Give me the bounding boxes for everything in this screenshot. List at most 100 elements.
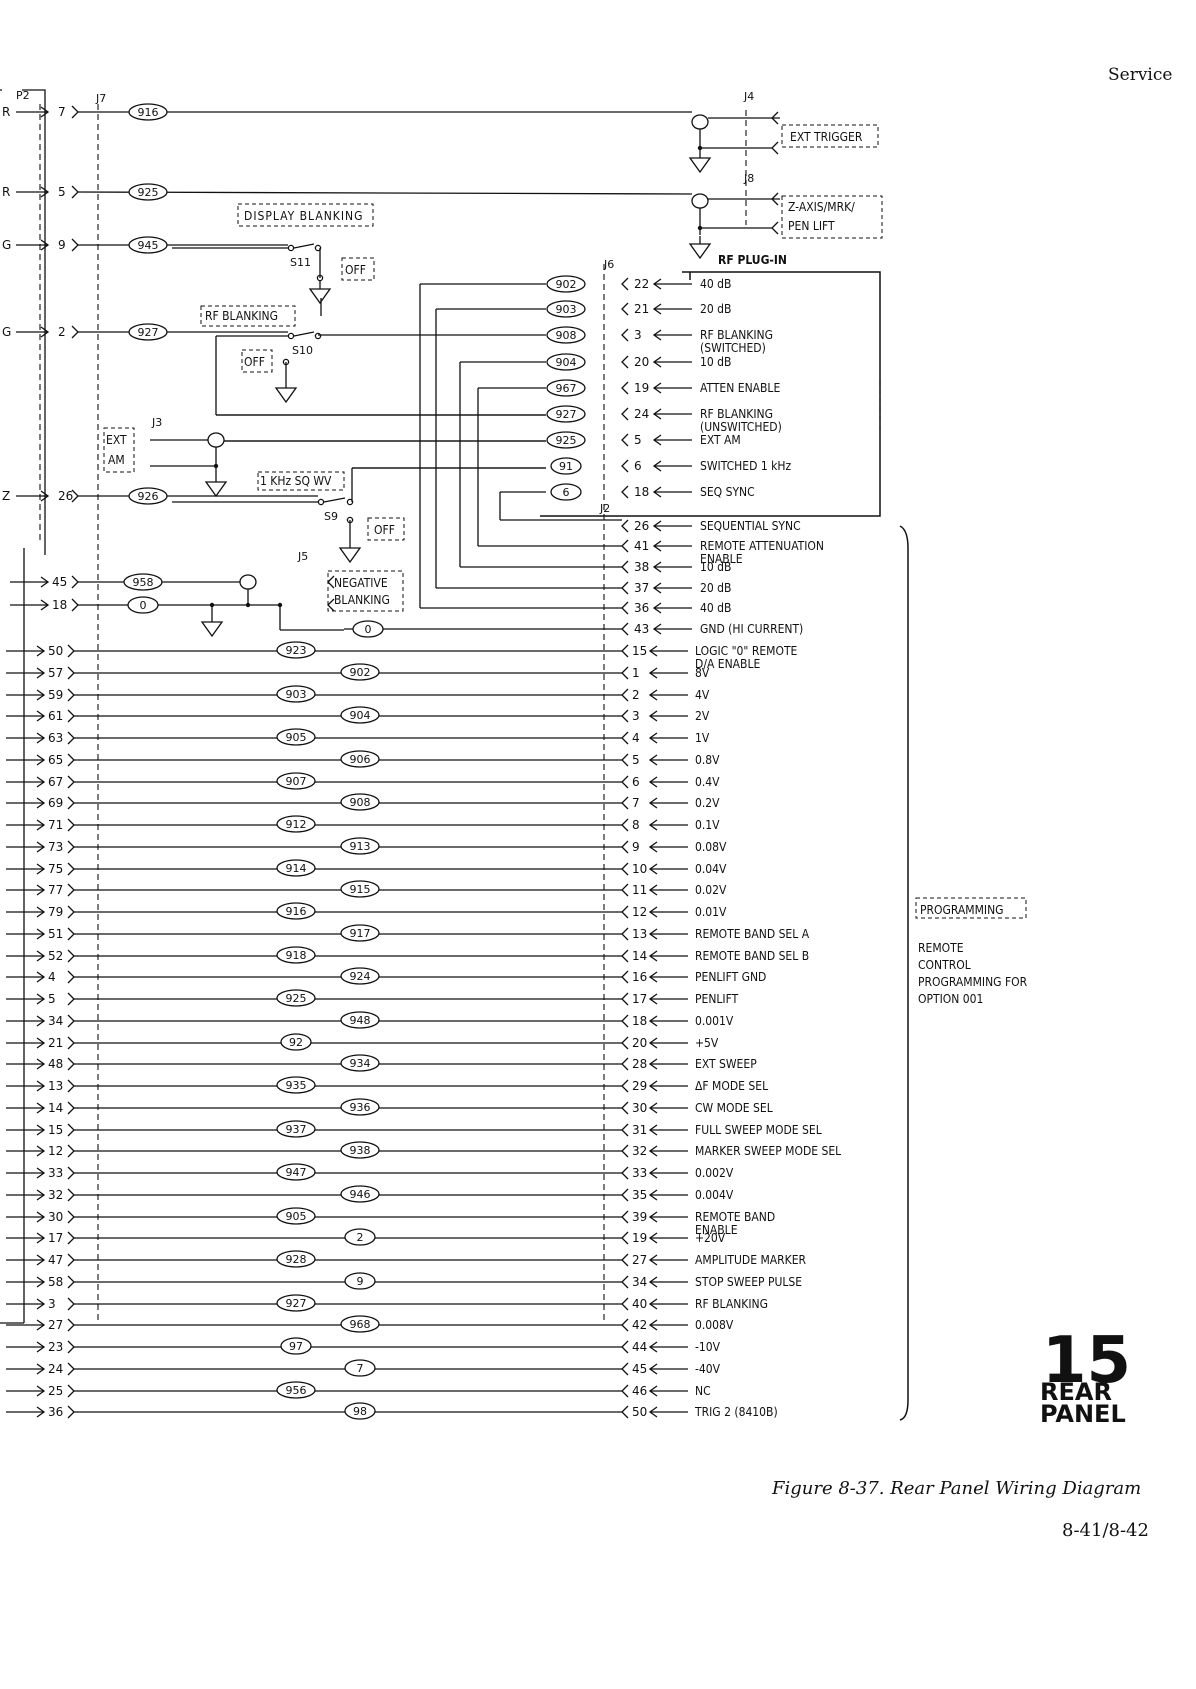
negative-label: NEGATIVE (334, 576, 388, 590)
s9-off-label: OFF (374, 523, 395, 537)
prog-left-14: 52 (48, 949, 63, 963)
prog-wire-16-text: 925 (286, 992, 307, 1005)
prog-left-4: 63 (48, 731, 63, 745)
page-number: 8-41/8-42 (1062, 1520, 1149, 1541)
prog-1-label-0: 8V (695, 666, 710, 680)
prog-plug-8 (67, 818, 75, 832)
prog-jack-9 (621, 840, 629, 854)
prog-arrow-18-head (36, 1037, 46, 1049)
j2u-jack-1 (621, 539, 629, 553)
prog-jack-2 (621, 688, 629, 702)
top-wire-3-tag (128, 323, 168, 341)
prog-arrow-9-head (36, 841, 46, 853)
j2u-wire-5-tag (352, 620, 384, 638)
prog-arrow-4-head (36, 732, 46, 744)
prog-in-arrow-1-head (648, 667, 658, 679)
j2u-1-label-1: ENABLE (700, 552, 743, 566)
prog-wire-31-tag (340, 1315, 380, 1333)
prog-arrow-24-head (36, 1167, 46, 1179)
j2u-pin-1: 41 (634, 539, 649, 553)
prog-pin-18: 20 (632, 1036, 647, 1050)
prog-left-33: 24 (48, 1362, 63, 1376)
prog-wire-32-text: 97 (289, 1340, 303, 1353)
p2-arrow-1-head (40, 186, 50, 198)
prog-wire-12-text: 916 (286, 905, 307, 918)
top-wire-2-tag (128, 236, 168, 254)
prog-wire-15-text: 924 (350, 970, 371, 983)
prog-13-label-0: REMOTE BAND SEL A (695, 927, 810, 941)
prog-left-25: 32 (48, 1188, 63, 1202)
prog-wire-22-text: 937 (286, 1123, 307, 1136)
prog-pin-3: 3 (632, 709, 640, 723)
prog-jack-10 (621, 862, 629, 876)
prog-jack-24 (621, 1166, 629, 1180)
prog-wire-4-tag (276, 728, 316, 746)
neg-wire-1-tag (127, 596, 159, 614)
p2-signal-3: G (2, 325, 11, 339)
prog-plug-2 (67, 688, 75, 702)
prog-jack-33 (621, 1362, 629, 1376)
prog-17-label-0: 0.001V (695, 1014, 734, 1028)
j6-arrow-1-head (652, 303, 662, 315)
prog-left-1: 57 (48, 666, 63, 680)
am-label: AM (108, 453, 125, 467)
j7-label: J7 (95, 92, 106, 105)
prog-wire-35-tag (344, 1402, 376, 1420)
prog-pin-22: 31 (632, 1123, 647, 1137)
prog-jack-5 (621, 753, 629, 767)
j6-jack-5 (621, 407, 629, 421)
prog-7-label-0: 0.2V (695, 796, 720, 810)
prog-wire-1-tag (340, 663, 380, 681)
prog-in-arrow-23-head (648, 1145, 658, 1157)
blanking-label: BLANKING (334, 593, 390, 607)
prog-wire-24-tag (276, 1163, 316, 1181)
prog-jack-11 (621, 883, 629, 897)
prog-jack-7 (621, 796, 629, 810)
prog-pin-2: 2 (632, 688, 640, 702)
prog-wire-14-text: 918 (286, 949, 307, 962)
prog-pin-15: 16 (632, 970, 647, 984)
prog-plug-23 (67, 1144, 75, 1158)
j6-jack-4 (621, 381, 629, 395)
prog-24-label-0: 0.002V (695, 1166, 734, 1180)
prog-wire-19-tag (340, 1054, 380, 1072)
prog-plug-3 (67, 709, 75, 723)
prog-in-arrow-25-head (648, 1189, 658, 1201)
prog-plug-29 (67, 1275, 75, 1289)
j6-3-label-0: 10 dB (700, 355, 731, 369)
prog-pin-26: 39 (632, 1210, 647, 1224)
prog-jack-17 (621, 1014, 629, 1028)
prog-plug-17 (67, 1014, 75, 1028)
j6-wire-5-text: 927 (556, 408, 577, 421)
prog-wire-17-tag (340, 1011, 380, 1029)
j2u-arrow-1-head (652, 540, 662, 552)
prog-plug-32 (67, 1340, 75, 1354)
remote-desc-1: CONTROL (918, 958, 971, 972)
prog-jack-31 (621, 1318, 629, 1332)
neg-pin-0: 45 (52, 575, 67, 589)
j2u-arrow-0-head (652, 520, 662, 532)
j6-wire-3-text: 904 (556, 356, 577, 369)
prog-jack-28 (621, 1253, 629, 1267)
prog-jack-19 (621, 1057, 629, 1071)
ext-label: EXT (106, 433, 127, 447)
prog-arrow-15-head (36, 971, 46, 983)
j6-wire-4-text: 967 (556, 382, 577, 395)
j8-label: J8 (743, 172, 754, 185)
prog-left-5: 65 (48, 753, 63, 767)
prog-8-label-0: 0.1V (695, 818, 720, 832)
badge-panel: PANEL (1040, 1400, 1126, 1428)
prog-wire-0-text: 923 (286, 644, 307, 657)
prog-in-arrow-15-head (648, 971, 658, 983)
prog-left-0: 50 (48, 644, 63, 658)
prog-plug-5 (67, 753, 75, 767)
s10-label: S10 (292, 344, 313, 357)
j6-jack-1 (621, 302, 629, 316)
j6-jack-2 (621, 328, 629, 342)
prog-plug-27 (67, 1231, 75, 1245)
prog-in-arrow-33-head (648, 1363, 658, 1375)
prog-wire-5-text: 906 (350, 753, 371, 766)
prog-wire-33-tag (344, 1359, 376, 1377)
prog-26-label-1: ENABLE (695, 1223, 738, 1237)
j6-pin-1: 21 (634, 302, 649, 316)
